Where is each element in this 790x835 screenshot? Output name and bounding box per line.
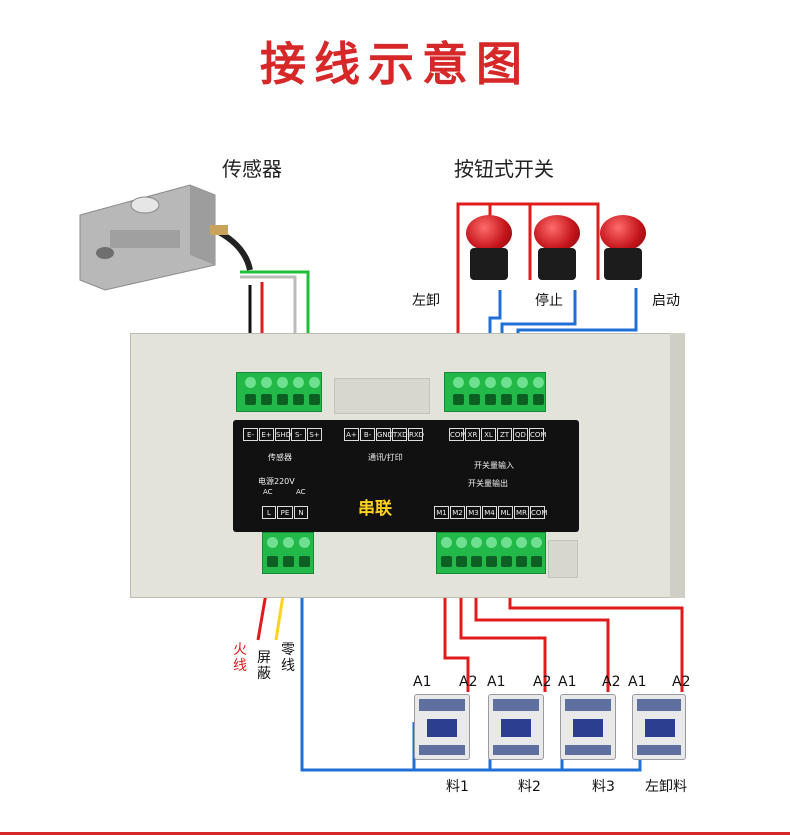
power-caption: 电源220V [258, 477, 295, 486]
pin-pe: PE [277, 506, 293, 519]
contactor-2-a1: A1 [487, 674, 506, 690]
contactor-3-label: 料3 [592, 779, 615, 795]
buttons-heading: 按钮式开关 [454, 157, 554, 181]
pin-b-minus: B- [360, 428, 375, 441]
red-pushbutton-icon [600, 215, 646, 251]
pin-e-minus: E- [243, 428, 258, 441]
pin-input-com-1: COM [449, 428, 466, 441]
pin-shd: SHD [275, 428, 291, 441]
contactor-3-a1: A1 [558, 674, 577, 690]
contactor-4-a1: A1 [628, 674, 647, 690]
pin-input-com-2: COM [529, 428, 546, 441]
contactor-1-icon [414, 694, 470, 760]
pushbutton-body [538, 248, 576, 280]
pin-m2: M2 [450, 506, 465, 519]
pin-rxd: RXD [408, 428, 424, 441]
red-pushbutton-icon [466, 215, 512, 251]
sensor-caption: 传感器 [268, 453, 292, 462]
pin-m4: M4 [482, 506, 497, 519]
contactor-4-a2: A2 [672, 674, 691, 690]
pin-e-plus: E+ [259, 428, 274, 441]
shield-wire-label: 屏蔽 [257, 650, 271, 682]
power-terminal-block [262, 532, 314, 574]
contactor-2-a2: A2 [533, 674, 552, 690]
pushbutton-body [604, 248, 642, 280]
live-wire-label: 火线 [233, 642, 247, 674]
pin-s-plus: S+ [307, 428, 322, 441]
panel-recess-right [548, 540, 578, 578]
power-sub-ac-2: AC [296, 488, 306, 496]
pin-m1: M1 [434, 506, 449, 519]
footer-divider [0, 832, 790, 835]
button-label-stop: 停止 [535, 293, 563, 309]
contactor-1-a2: A2 [459, 674, 478, 690]
panel-recess-left [334, 378, 430, 414]
panel-side [670, 333, 685, 598]
pin-xl: XL [481, 428, 496, 441]
button-label-start: 启动 [652, 293, 680, 309]
page-title: 接线示意图 [260, 37, 530, 91]
contactor-4-label: 左卸料 [645, 779, 687, 795]
contactor-2-label: 料2 [518, 779, 541, 795]
pin-qd: QD [513, 428, 528, 441]
pin-output-com: COM [530, 506, 547, 519]
pin-l: L [262, 506, 276, 519]
contactor-4-icon [632, 694, 686, 760]
pin-xr: XR [465, 428, 480, 441]
power-sub-ac-1: AC [263, 488, 273, 496]
sensor-terminal-block [236, 372, 322, 412]
pushbutton-body [470, 248, 508, 280]
pin-zt: ZT [497, 428, 512, 441]
input-terminal-block [444, 372, 546, 412]
contactor-2-icon [488, 694, 544, 760]
pin-n: N [294, 506, 308, 519]
contactor-3-a2: A2 [602, 674, 621, 690]
pin-mr: MR [514, 506, 529, 519]
output-caption: 开关量输出 [468, 479, 508, 488]
pin-m3: M3 [466, 506, 481, 519]
load-cell-image [79, 184, 253, 291]
pin-txd: TXD [392, 428, 407, 441]
comm-caption: 通讯/打印 [368, 453, 403, 462]
input-caption: 开关量输入 [474, 461, 514, 470]
neutral-wire-label: 零线 [281, 642, 295, 674]
pin-ml: ML [498, 506, 513, 519]
pin-gnd: GND [376, 428, 393, 441]
output-terminal-block [436, 532, 546, 574]
sensor-heading: 传感器 [222, 157, 282, 181]
contactor-1-label: 料1 [446, 779, 469, 795]
contactor-1-a1: A1 [413, 674, 432, 690]
red-pushbutton-icon [534, 215, 580, 251]
pin-a-plus: A+ [344, 428, 359, 441]
series-label: 串联 [358, 499, 392, 519]
contactor-3-icon [560, 694, 616, 760]
button-label-left-unload: 左卸 [412, 293, 440, 309]
pin-s-minus: S- [291, 428, 306, 441]
